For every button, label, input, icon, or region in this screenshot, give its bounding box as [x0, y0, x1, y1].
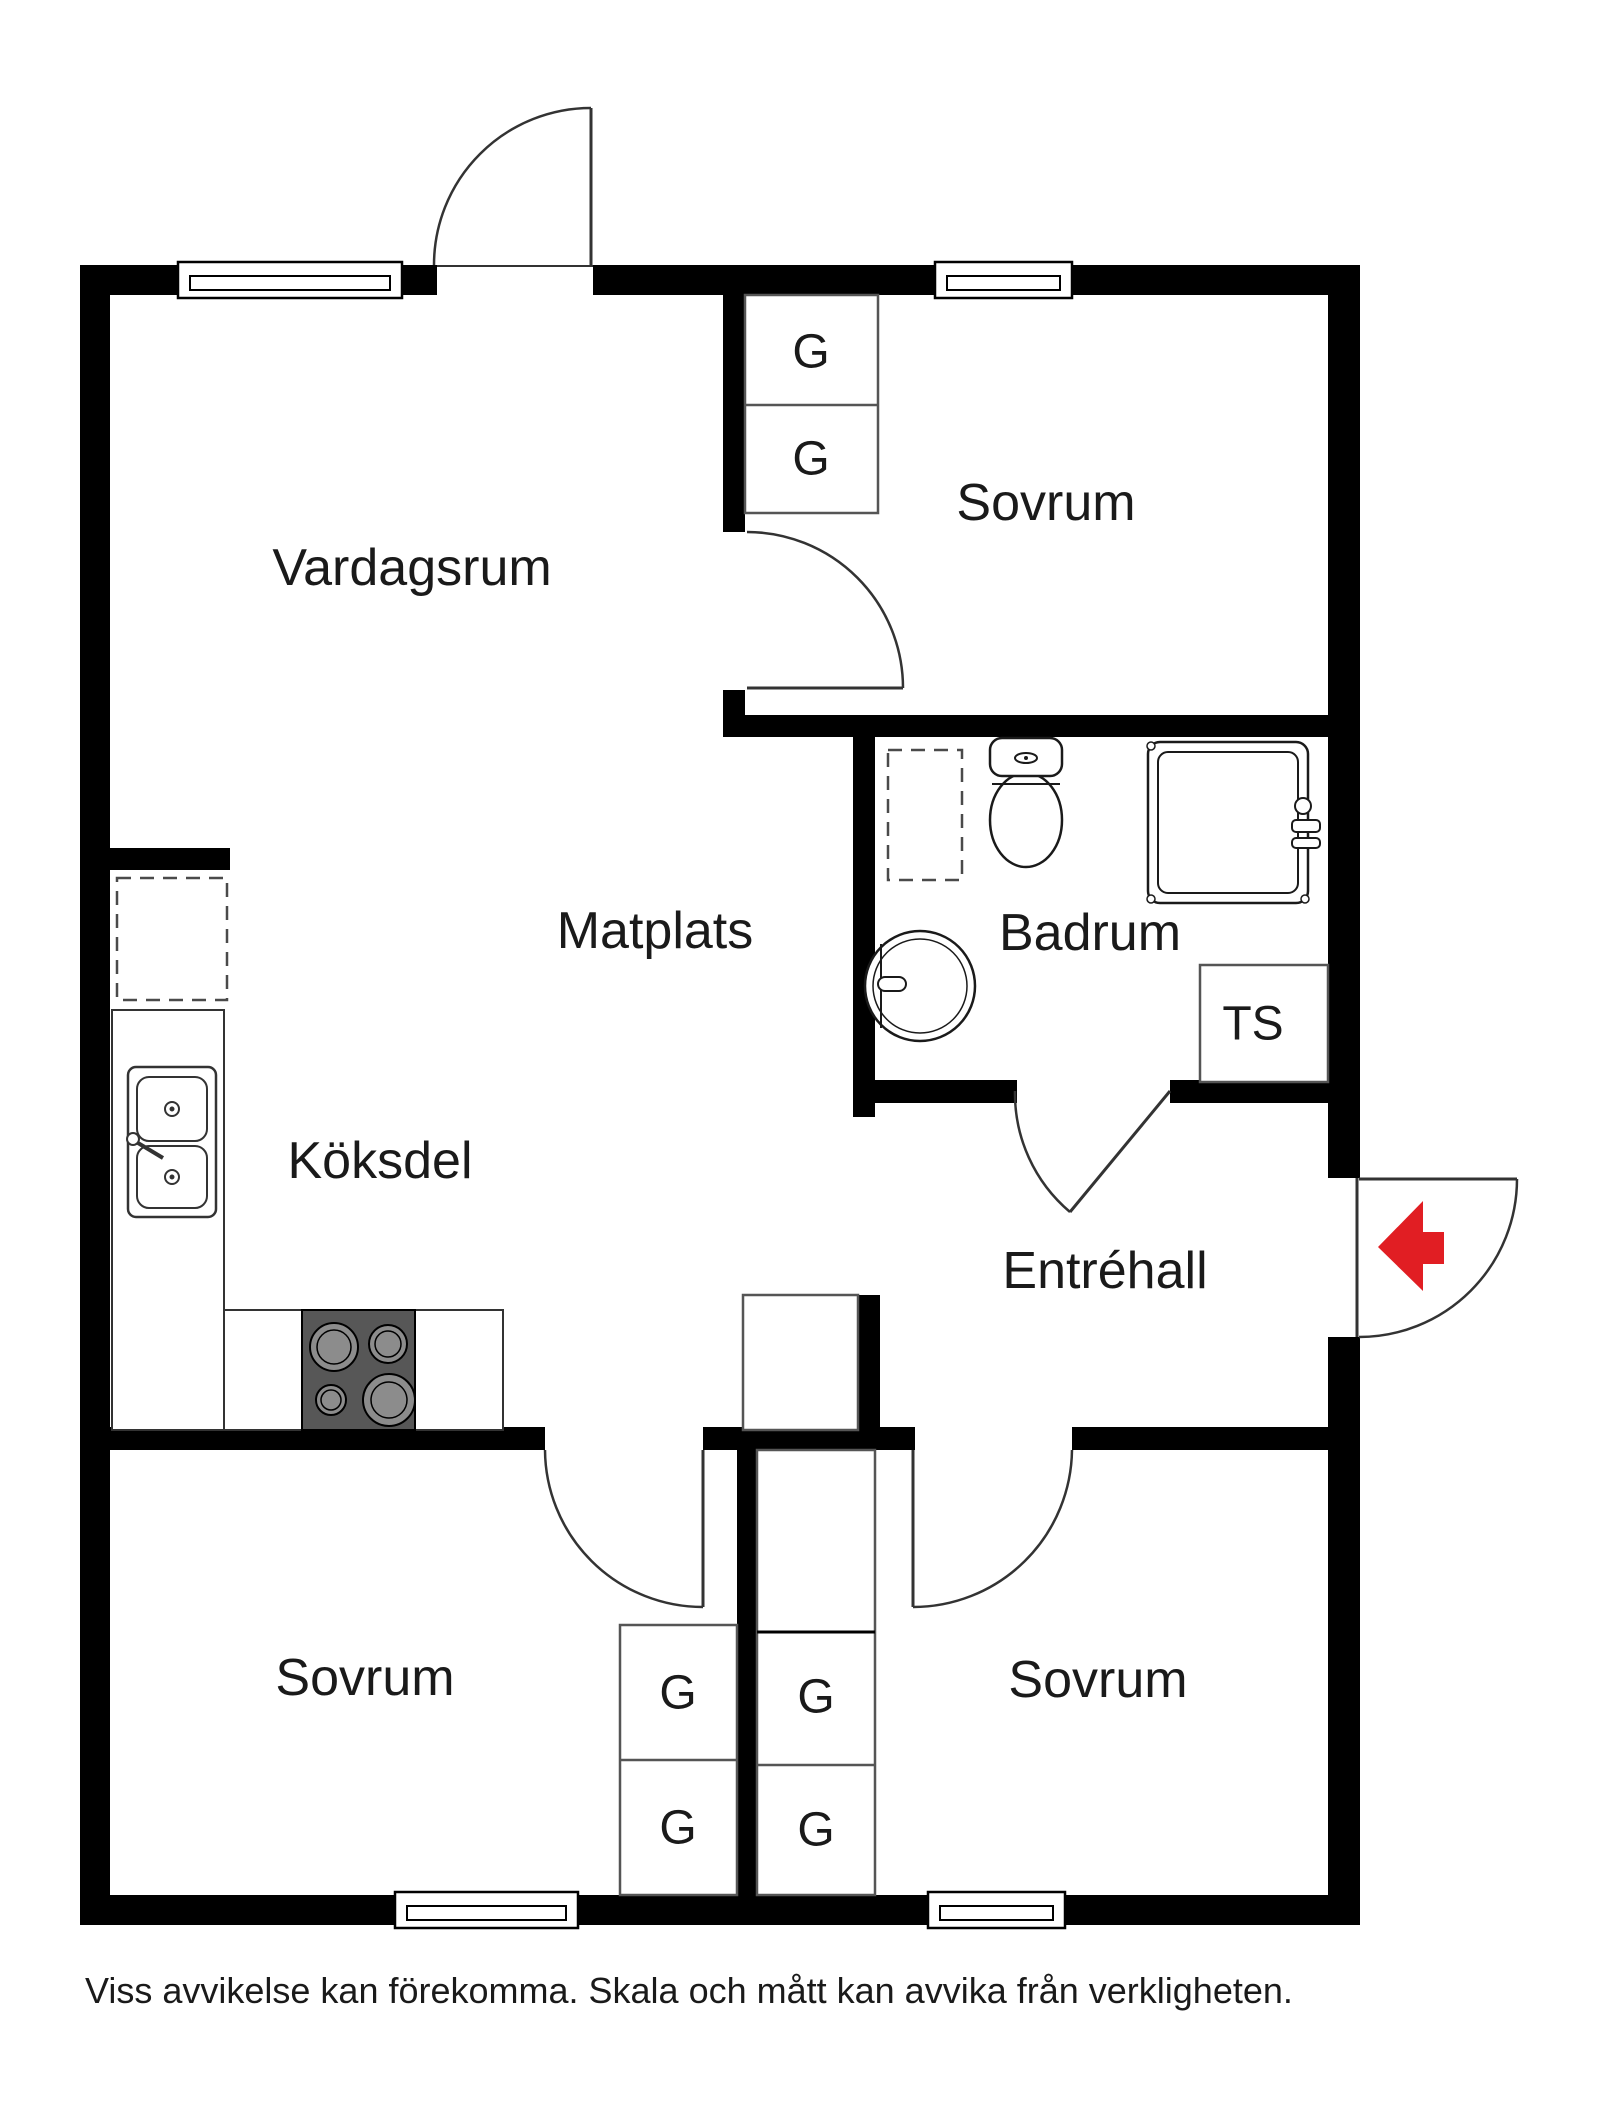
bedroom-bottom-right-door — [911, 1449, 1074, 1609]
bedroom-bottom-left-door — [543, 1449, 705, 1609]
bathroom-door — [1013, 1090, 1172, 1213]
room-label-entrehall: Entréhall — [1002, 1242, 1208, 1300]
window-top-left — [176, 260, 404, 300]
bathroom-basin — [863, 929, 977, 1043]
wardrobe-label: G — [792, 325, 830, 379]
entrance-arrow-icon — [1378, 1201, 1444, 1291]
room-label-matplats: Matplats — [556, 902, 754, 960]
room-label-sovrum-top: Sovrum — [956, 474, 1136, 532]
toilet — [988, 736, 1064, 869]
room-label-sovrum-bottom-right: Sovrum — [1008, 1651, 1188, 1709]
bathroom-fixtures — [863, 736, 1321, 1043]
stove — [301, 1309, 416, 1431]
disclaimer-text: Viss avvikelse kan förekomma. Skala och … — [85, 1970, 1293, 2011]
drying-cabinet-label: TS — [1222, 997, 1284, 1051]
room-label-sovrum-bottom-left: Sovrum — [275, 1649, 455, 1707]
washer-dashed-space — [886, 748, 964, 882]
wardrobe-label: G — [797, 1803, 835, 1857]
hall-closet — [741, 1293, 860, 1432]
room-label-koksdel: Köksdel — [287, 1132, 473, 1190]
doors — [432, 106, 1519, 1609]
bedroom-top-door — [746, 530, 905, 690]
appliance-dashed-space — [115, 876, 229, 1002]
window-top-right — [933, 260, 1074, 300]
room-label-badrum: Badrum — [998, 904, 1182, 962]
wardrobe-label: G — [792, 432, 830, 486]
kitchen-sink — [126, 1065, 218, 1219]
drying-cabinet-box — [1198, 963, 1330, 1084]
kitchen-fixtures — [111, 876, 504, 1431]
closets — [618, 293, 1330, 1897]
wardrobe-label: G — [797, 1670, 835, 1724]
window-bottom-right — [926, 1890, 1067, 1930]
wardrobe-label: G — [659, 1801, 697, 1855]
wardrobe-bottom-left-pair — [618, 1623, 739, 1897]
balcony-door — [432, 106, 593, 267]
wardrobe-bottom-right-column — [755, 1448, 877, 1897]
shower — [1146, 740, 1321, 905]
windows — [176, 260, 1074, 1930]
wardrobe-label: G — [659, 1666, 697, 1720]
room-label-vardagsrum: Vardagsrum — [272, 539, 552, 597]
entrance-door — [1355, 1177, 1519, 1339]
walls — [80, 265, 1360, 1925]
wardrobe-top-pair — [743, 293, 880, 515]
window-bottom-left — [393, 1890, 580, 1930]
